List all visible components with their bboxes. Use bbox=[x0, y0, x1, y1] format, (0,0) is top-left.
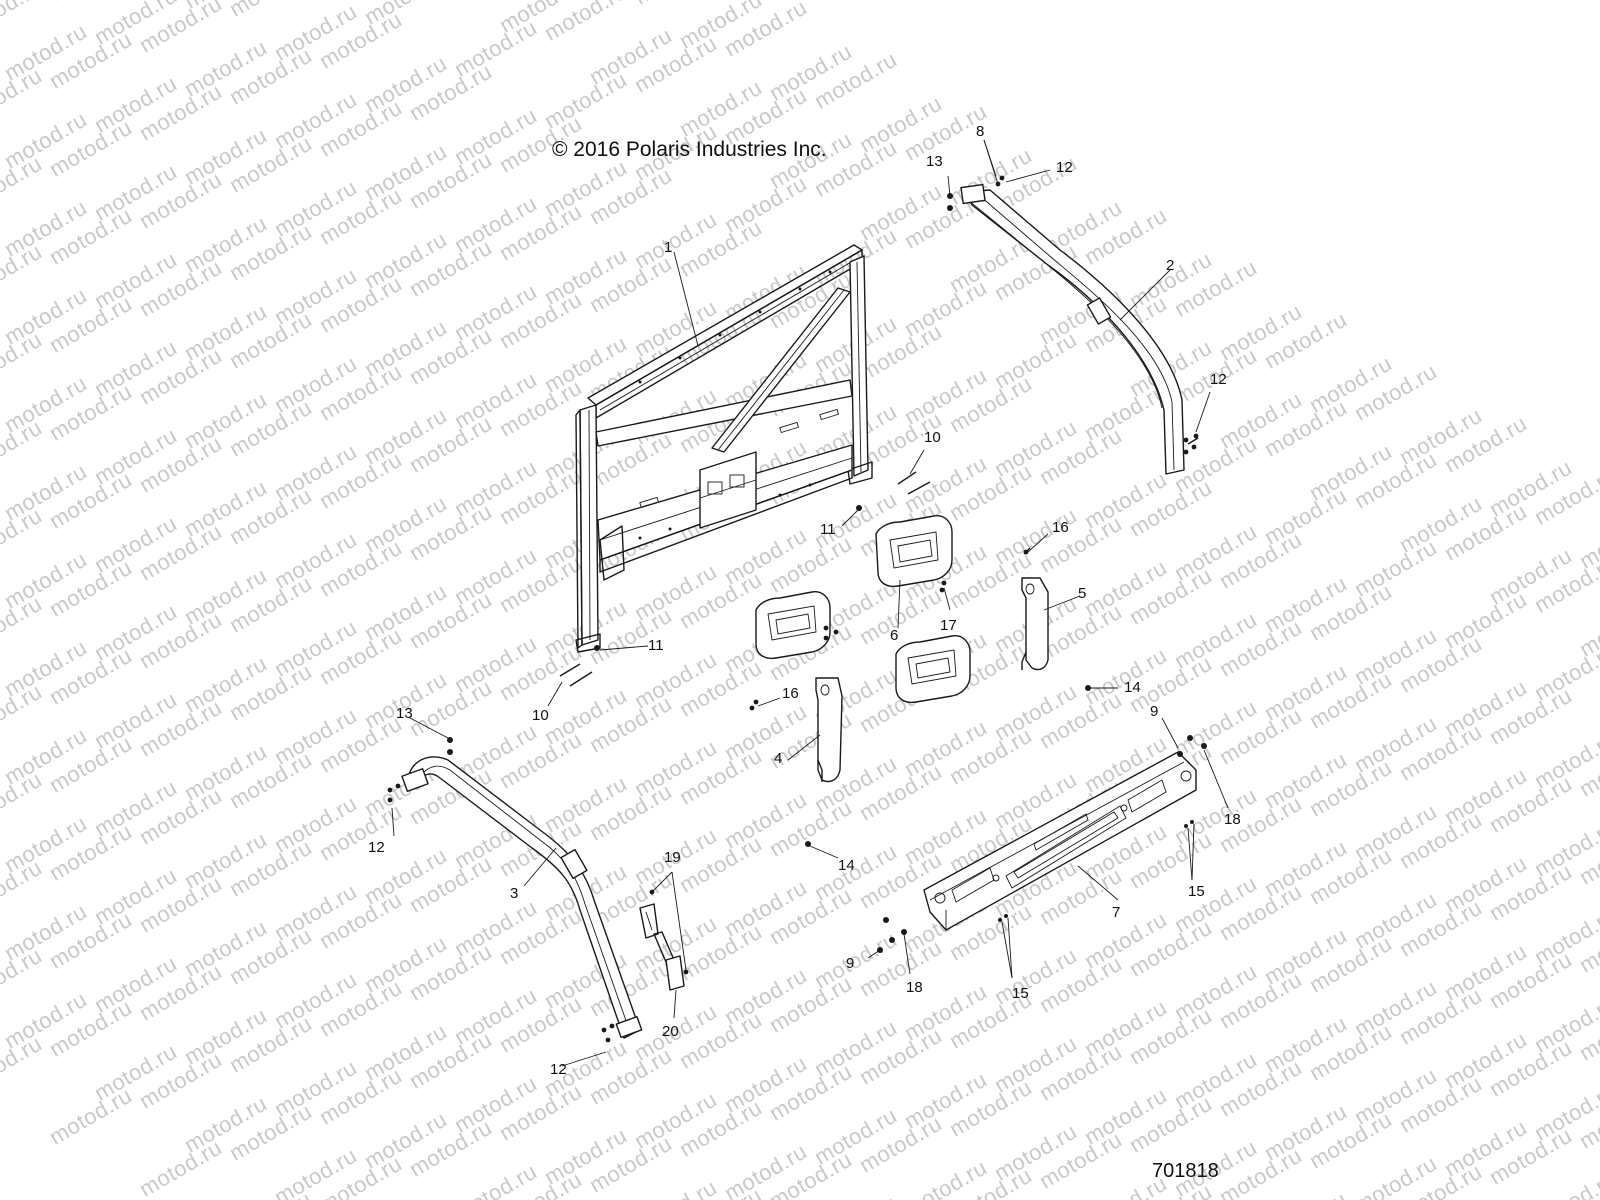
callout-18a[interactable]: 18 bbox=[1224, 811, 1241, 828]
callout-10a[interactable]: 10 bbox=[924, 429, 941, 446]
callout-6[interactable]: 6 bbox=[890, 627, 899, 644]
part-7-rear-panel[interactable] bbox=[923, 751, 1197, 931]
callout-19[interactable]: 19 bbox=[664, 849, 681, 866]
copyright-notice: © 2016 Polaris Industries Inc. bbox=[552, 138, 827, 161]
callout-17[interactable]: 17 bbox=[940, 617, 957, 634]
callout-12c[interactable]: 12 bbox=[368, 839, 385, 856]
part-2-right-roll-bar[interactable] bbox=[960, 183, 1185, 475]
callout-9a[interactable]: 9 bbox=[1150, 703, 1159, 720]
callout-15b[interactable]: 15 bbox=[1012, 985, 1029, 1002]
callout-9b[interactable]: 9 bbox=[846, 955, 855, 972]
callout-20[interactable]: 20 bbox=[662, 1023, 679, 1040]
leader-lines bbox=[391, 139, 1229, 1067]
callout-18b[interactable]: 18 bbox=[906, 979, 923, 996]
part-19-20-latch[interactable] bbox=[639, 903, 685, 991]
part-4-grab-handle[interactable] bbox=[815, 677, 843, 783]
callout-8[interactable]: 8 bbox=[976, 123, 985, 140]
callout-5[interactable]: 5 bbox=[1078, 585, 1087, 602]
callout-12d[interactable]: 12 bbox=[550, 1061, 567, 1078]
callout-4[interactable]: 4 bbox=[774, 750, 783, 767]
callout-16a[interactable]: 16 bbox=[1052, 519, 1069, 536]
callout-14a[interactable]: 14 bbox=[1124, 679, 1141, 696]
callout-15a[interactable]: 15 bbox=[1188, 883, 1205, 900]
callout-12b[interactable]: 12 bbox=[1210, 371, 1227, 388]
diagram-code: 701818 bbox=[1152, 1160, 1219, 1182]
callout-2[interactable]: 2 bbox=[1166, 257, 1175, 274]
part-3-left-roll-bar[interactable] bbox=[401, 756, 643, 1039]
callout-14b[interactable]: 14 bbox=[838, 857, 855, 874]
callout-3[interactable]: 3 bbox=[510, 885, 519, 902]
part-5-grab-handle[interactable] bbox=[1021, 577, 1049, 671]
callout-16b[interactable]: 16 bbox=[782, 685, 799, 702]
callout-13b[interactable]: 13 bbox=[396, 705, 413, 722]
callout-12a[interactable]: 12 bbox=[1056, 159, 1073, 176]
callout-10b[interactable]: 10 bbox=[532, 707, 549, 724]
callout-13a[interactable]: 13 bbox=[926, 153, 943, 170]
callout-11a[interactable]: 11 bbox=[820, 521, 836, 538]
part-6-handle-pads[interactable] bbox=[755, 515, 971, 704]
callout-11b[interactable]: 11 bbox=[648, 637, 664, 654]
part-1-rear-frame[interactable] bbox=[575, 244, 873, 653]
callout-1[interactable]: 1 bbox=[664, 239, 673, 256]
callout-7[interactable]: 7 bbox=[1112, 904, 1121, 921]
